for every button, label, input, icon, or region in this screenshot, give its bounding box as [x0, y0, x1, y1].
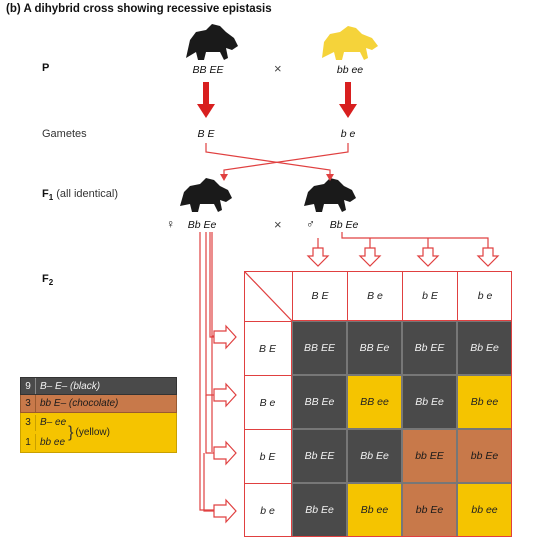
- punnett-cell: bb Ee: [402, 483, 457, 537]
- punnett-cell: Bb Ee: [402, 375, 457, 429]
- legend-yellow-text1: B– ee: [40, 417, 67, 429]
- punnett-cell: Bb Ee: [292, 483, 347, 537]
- legend-yellow-text2: bb ee: [40, 436, 66, 448]
- female-symbol: ♀: [166, 217, 175, 231]
- f1-note: (all identical): [56, 188, 118, 200]
- punnett-cell: BB Ee: [292, 375, 347, 429]
- row-entry-arrows: [213, 324, 237, 524]
- gamete-right: b e: [340, 128, 356, 140]
- punnett-col-header: b E: [402, 271, 457, 321]
- black-dog-icon: [186, 24, 238, 60]
- parent-left-genotype: BB EE: [192, 64, 224, 76]
- phenotype-legend: 9 B– E– (black) 3 bb E– (chocolate) 3 B–…: [20, 377, 177, 453]
- punnett-cell: Bb EE: [292, 429, 347, 483]
- male-gamete-lines: [317, 232, 489, 248]
- punnett-row-header: b e: [244, 483, 292, 537]
- f2-label-sub: 2: [48, 278, 54, 288]
- punnett-cell: BB Ee: [347, 321, 402, 375]
- punnett-row-header: B e: [244, 375, 292, 429]
- f1-cross-symbol: ×: [274, 217, 282, 232]
- f1-label-main: F: [42, 188, 49, 200]
- legend-yellow: 3 B– ee 1 bb ee } (yellow): [20, 413, 177, 453]
- legend-chocolate: 3 bb E– (chocolate): [20, 395, 177, 413]
- f2-label-main: F: [42, 273, 49, 285]
- legend-black: 9 B– E– (black): [20, 377, 177, 395]
- punnett-cell: bb ee: [457, 483, 512, 537]
- punnett-cell: BB EE: [292, 321, 347, 375]
- row-label-f2: F2: [42, 273, 53, 287]
- punnett-row-header: b E: [244, 429, 292, 483]
- gamete-crossing-lines: [205, 143, 349, 181]
- male-symbol: ♂: [306, 217, 315, 231]
- legend-yellow-brace: }: [68, 423, 74, 441]
- row-label-gametes: Gametes: [42, 128, 87, 140]
- legend-yellow-count1: 3: [25, 417, 31, 429]
- punnett-cell: bb EE: [402, 429, 457, 483]
- yellow-dog-icon: [322, 26, 378, 60]
- legend-black-count: 9: [25, 380, 31, 392]
- punnett-col-header: B e: [347, 271, 402, 321]
- legend-yellow-label: (yellow): [75, 427, 110, 438]
- f1-female-genotype: Bb Ee: [187, 219, 217, 231]
- punnett-cell: Bb Ee: [457, 321, 512, 375]
- gamete-left: B E: [197, 128, 215, 140]
- punnett-cell: bb Ee: [457, 429, 512, 483]
- column-entry-arrows: [306, 247, 500, 267]
- row-label-p: P: [42, 62, 50, 74]
- legend-chocolate-text: bb E– (chocolate): [40, 398, 119, 409]
- f1-female-dog-icon: [180, 178, 232, 212]
- punnett-cell: Bb Ee: [347, 429, 402, 483]
- row-label-f1: F1 (all identical): [42, 188, 118, 202]
- f1-label-sub: 1: [48, 193, 54, 203]
- female-gamete-lines: [199, 232, 232, 511]
- punnett-col-header: B E: [292, 271, 347, 321]
- parent-cross-symbol: ×: [274, 61, 282, 76]
- punnett-cell: Bb EE: [402, 321, 457, 375]
- legend-black-text: B– E– (black): [40, 380, 101, 392]
- p-to-gamete-arrow-right: [339, 82, 357, 118]
- legend-chocolate-count: 3: [25, 398, 31, 409]
- p-to-gamete-arrow-left: [197, 82, 215, 118]
- parent-right-genotype: bb ee: [336, 64, 364, 76]
- punnett-row-header: B E: [244, 321, 292, 375]
- legend-yellow-count2: 1: [25, 436, 31, 448]
- punnett-col-header: b e: [457, 271, 512, 321]
- figure-title: (b) A dihybrid cross showing recessive e…: [6, 3, 272, 15]
- punnett-cell: Bb ee: [457, 375, 512, 429]
- punnett-cell: BB ee: [347, 375, 402, 429]
- f1-male-dog-icon: [304, 178, 356, 212]
- female-distribution-lines: [203, 232, 214, 512]
- punnett-cell: Bb ee: [347, 483, 402, 537]
- punnett-corner: [244, 271, 292, 321]
- f1-male-genotype: Bb Ee: [329, 219, 359, 231]
